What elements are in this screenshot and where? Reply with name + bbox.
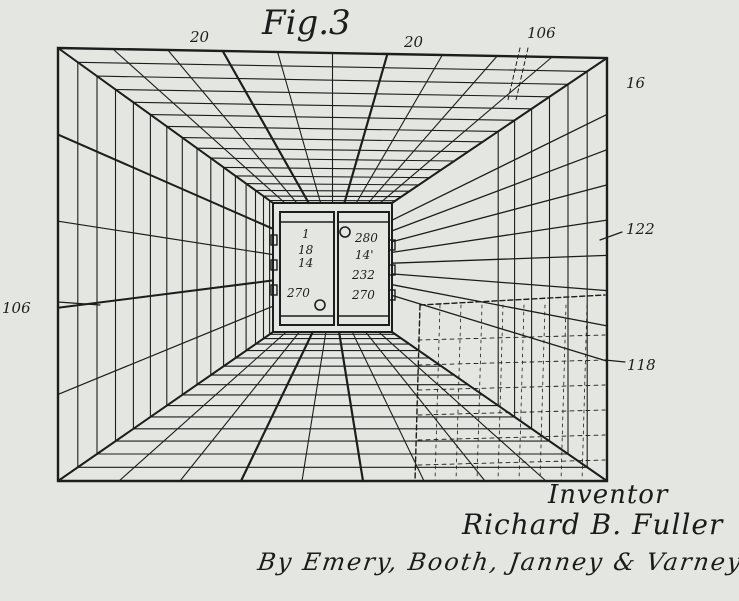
door-hinge: [270, 284, 278, 296]
cutaway-hatch: [434, 304, 441, 482]
cutaway-hatch: [417, 384, 606, 391]
right-wall-band: [391, 184, 608, 243]
leader-line: [57, 301, 101, 306]
ref-numeral-122: 122: [626, 220, 655, 238]
leader-line: [515, 47, 529, 101]
door-label-18: 18: [298, 243, 314, 257]
floor-runner: [338, 330, 365, 483]
door-label-232: 232: [351, 268, 375, 282]
leader-line: [507, 47, 521, 101]
cutaway-hatch: [476, 304, 483, 482]
ref-numeral-16: 16: [626, 74, 646, 92]
ref-numeral-106-top: 106: [527, 24, 556, 42]
cutaway-hatch: [417, 359, 606, 366]
door-label-270-right: 270: [351, 288, 375, 302]
door-label-14-right: 14': [355, 248, 374, 262]
cutaway-hatch: [455, 304, 462, 482]
door-label-14-left: 14: [298, 256, 313, 270]
cutaway-hatch: [560, 304, 567, 482]
cutaway-edge: [419, 294, 606, 306]
cutaway-hatch: [417, 434, 606, 441]
right-wall-band: [391, 113, 608, 221]
ref-numeral-118: 118: [627, 356, 656, 374]
cutaway-hatch: [417, 459, 606, 466]
door-hinge: [388, 239, 396, 251]
floor-runner: [118, 331, 287, 482]
door-label-280: 280: [354, 231, 378, 245]
ceiling-runner: [379, 56, 553, 204]
floor-runner: [239, 330, 314, 483]
cutaway-hatch: [539, 304, 546, 482]
ceiling-runner: [355, 54, 443, 204]
right-wall-band: [391, 254, 608, 264]
left-wall-band: [57, 305, 274, 395]
cutaway-hatch: [581, 304, 588, 482]
leader-line: [599, 231, 623, 241]
floor-runner: [365, 331, 486, 482]
right-wall-band: [391, 149, 608, 232]
leader-line: [604, 359, 626, 363]
door-handle: [314, 299, 326, 311]
ceiling-runner: [112, 48, 286, 204]
floor-runner: [378, 331, 547, 482]
cutaway-hatch: [417, 334, 606, 341]
ref-numeral-20-left: 20: [189, 28, 210, 46]
left-wall-band: [57, 279, 274, 309]
right-wall-band: [391, 294, 608, 362]
inventor-name: Richard B. Fuller: [462, 508, 724, 541]
ceiling-runner: [277, 51, 322, 204]
inventor-heading: Inventor: [548, 480, 669, 510]
cutaway-hatch: [417, 409, 606, 416]
corner-edge: [391, 331, 608, 482]
floor-runner: [351, 331, 425, 482]
ref-numeral-20-right: 20: [403, 33, 424, 51]
corner-edge: [57, 331, 274, 482]
door-label-270-left: 270: [286, 286, 310, 300]
ceiling-runner: [167, 49, 298, 204]
figure-title: Fig.3: [261, 3, 351, 43]
floor-runner: [301, 331, 327, 482]
door-label-1: 1: [302, 227, 310, 241]
left-door: [279, 211, 335, 326]
attorneys-signature: By Emery, Booth, Janney & Varney Attys.: [256, 548, 739, 576]
right-wall-band: [391, 219, 608, 254]
door-handle: [339, 226, 351, 238]
door-hinge: [388, 289, 396, 301]
cutaway-edge: [414, 304, 421, 482]
ceiling-runner: [367, 55, 498, 204]
right-wall-band: [391, 284, 608, 327]
right-door: [337, 211, 390, 326]
right-wall-band: [391, 273, 608, 292]
cutaway-hatch: [497, 304, 504, 482]
corner-edge: [391, 57, 608, 204]
left-wall-band: [57, 133, 274, 230]
door-hinge: [270, 259, 278, 271]
ref-numeral-106-left: 106: [2, 299, 31, 317]
container-interior-perspective: [56, 46, 626, 483]
door-hinge: [270, 234, 278, 246]
left-wall-band: [57, 220, 274, 256]
door-hinge: [388, 264, 396, 276]
ceiling-runner: [343, 52, 389, 205]
floor-runner: [179, 331, 300, 482]
ceiling-runner: [221, 49, 310, 205]
cutaway-hatch: [518, 304, 525, 482]
corner-edge: [57, 47, 274, 204]
